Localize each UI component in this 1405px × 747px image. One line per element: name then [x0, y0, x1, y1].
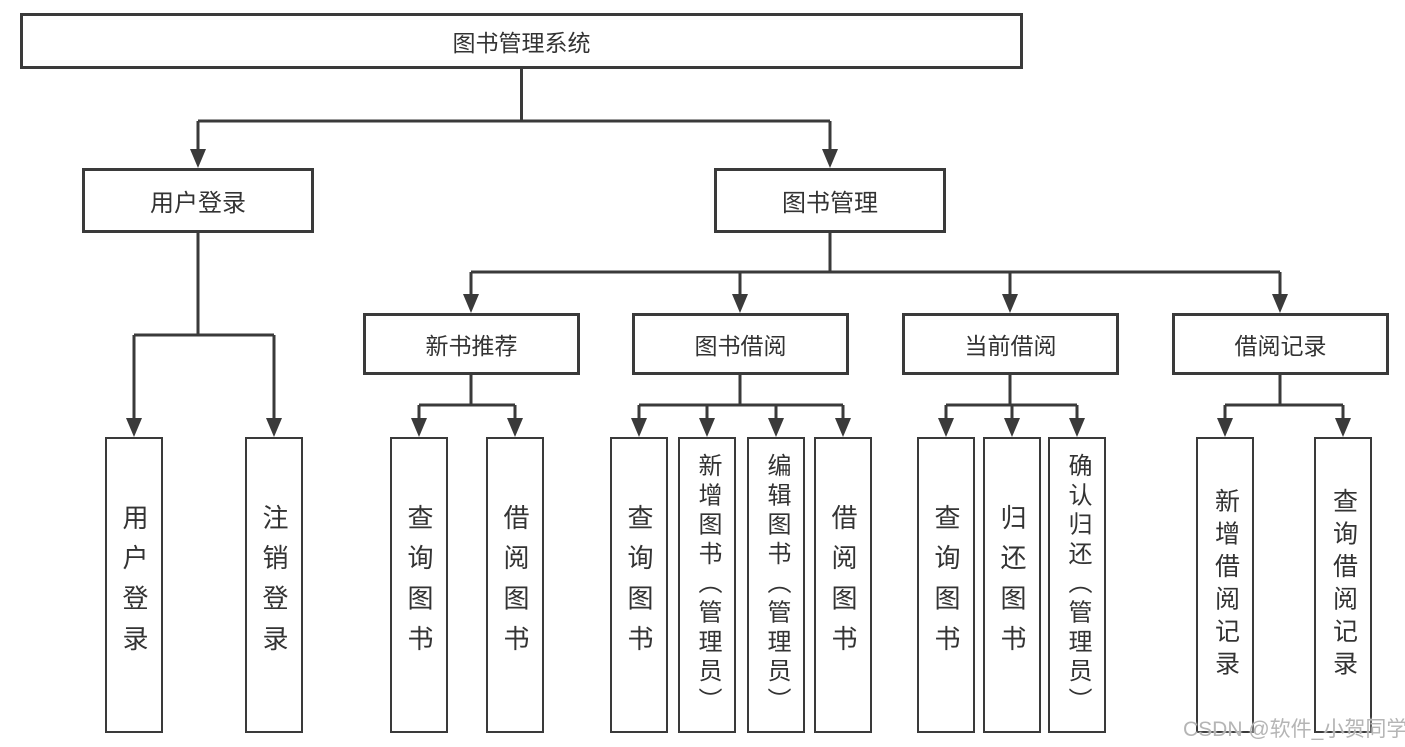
node-borrowing-records: 借阅记录 [1172, 313, 1389, 375]
node-new-book-recommend: 新书推荐 [363, 313, 580, 375]
edge-current-borrow-to-leaves [938, 375, 1085, 437]
edge-new-books-to-leaves [411, 375, 523, 437]
leaf-borrow-books-1: 借阅图书 [486, 437, 544, 733]
node-label: 确认归还（管理员） [1064, 453, 1091, 717]
node-label: 借阅图书 [828, 504, 858, 666]
node-label: 图书管理 [782, 190, 878, 217]
node-label: 查询图书 [931, 504, 961, 666]
edge-book-mgmt-to-level3 [463, 233, 1288, 313]
edge-user-login-to-leaves [126, 233, 282, 437]
node-label: 查询图书 [624, 504, 654, 666]
node-label: 查询借阅记录 [1329, 487, 1358, 683]
node-label: 用户登录 [150, 190, 246, 217]
node-label: 新书推荐 [425, 333, 518, 359]
node-label: 新增借阅记录 [1211, 487, 1240, 683]
leaf-edit-books-admin: 编辑图书（管理员） [747, 437, 805, 733]
csdn-watermark: CSDN @软件_小贺同学 [1183, 718, 1405, 741]
node-current-borrowing: 当前借阅 [902, 313, 1119, 375]
node-label: 当前借阅 [964, 333, 1057, 359]
leaf-query-books-1: 查询图书 [390, 437, 448, 733]
leaf-query-books-3: 查询图书 [917, 437, 975, 733]
leaf-logout: 注销登录 [245, 437, 303, 733]
leaf-return-books: 归还图书 [983, 437, 1041, 733]
node-label: 归还图书 [997, 504, 1027, 666]
node-label: 借阅图书 [500, 504, 530, 666]
edge-records-to-leaves [1217, 375, 1351, 437]
node-label: 图书借阅 [694, 333, 787, 359]
node-user-login: 用户登录 [82, 168, 314, 233]
leaf-add-books-admin: 新增图书（管理员） [678, 437, 736, 733]
leaf-query-books-2: 查询图书 [610, 437, 668, 733]
node-label: 编辑图书（管理员） [763, 453, 790, 717]
node-book-borrowing: 图书借阅 [632, 313, 849, 375]
node-label: 新增图书（管理员） [694, 453, 721, 717]
edge-book-borrow-to-leaves [631, 375, 851, 437]
node-label: 注销登录 [259, 504, 289, 666]
leaf-borrow-books-2: 借阅图书 [814, 437, 872, 733]
node-label: 用户登录 [119, 504, 149, 666]
edge-root-to-level2 [190, 69, 838, 168]
leaf-query-borrow-record: 查询借阅记录 [1314, 437, 1372, 733]
node-library-system: 图书管理系统 [20, 13, 1023, 69]
leaf-user-login: 用户登录 [105, 437, 163, 733]
node-label: 图书管理系统 [452, 30, 591, 56]
node-label: 查询图书 [404, 504, 434, 666]
node-label: 借阅记录 [1234, 333, 1327, 359]
leaf-confirm-return-admin: 确认归还（管理员） [1048, 437, 1106, 733]
leaf-add-borrow-record: 新增借阅记录 [1196, 437, 1254, 733]
node-book-management: 图书管理 [714, 168, 946, 233]
